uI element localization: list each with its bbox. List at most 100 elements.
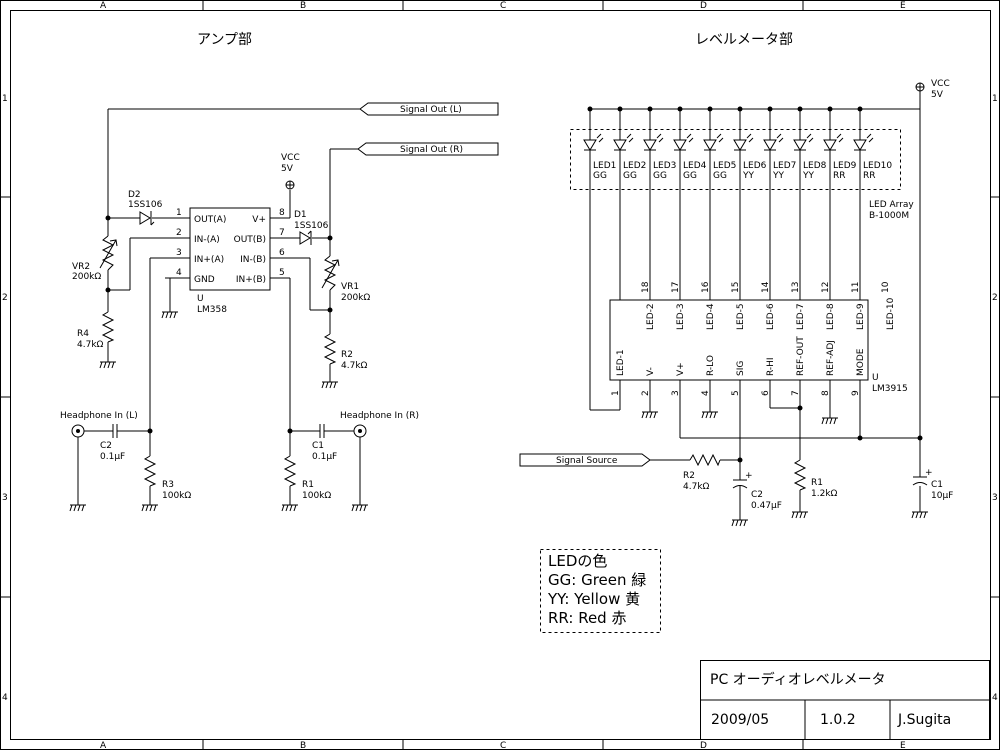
c2-value: 0.1µF xyxy=(100,452,125,462)
row-label-left: 3 xyxy=(2,493,8,503)
r2-ref: R2 xyxy=(683,471,695,481)
pin-name: MODE xyxy=(856,348,866,376)
pin-name: IN+(B) xyxy=(236,275,266,285)
vr1: VR1 200kΩ xyxy=(321,255,370,303)
ic-bottom-pin: 3V+ xyxy=(671,362,686,396)
pin-number: 18 xyxy=(641,281,651,293)
drawing-date: 2009/05 xyxy=(711,712,769,728)
pin-name: LED-6 xyxy=(766,303,776,330)
pin-name: R-LO xyxy=(706,355,716,376)
vr1-ref: VR1 xyxy=(341,282,359,292)
r2-value: 4.7kΩ xyxy=(341,361,368,371)
junction-dot xyxy=(737,106,743,112)
capacitor-c1-meter: + C1 10µF xyxy=(912,468,953,501)
led-name: LED4 xyxy=(683,161,707,171)
led-color: YY xyxy=(742,171,754,181)
pin-name: REF-OUT xyxy=(796,336,806,376)
section-title-meter: レベルメータ部 xyxy=(695,32,793,48)
pin-name: SIG xyxy=(736,361,746,376)
diode-d1: D1 1SS106 xyxy=(294,210,329,245)
col-label-bottom: E xyxy=(900,741,906,750)
junction-dot xyxy=(857,106,863,112)
pin-number: 7 xyxy=(279,228,285,238)
pin-number: 15 xyxy=(731,282,741,293)
pin-number: 6 xyxy=(279,248,285,258)
r2-value: 4.7kΩ xyxy=(683,482,710,492)
col-label-top: B xyxy=(300,1,306,11)
ground-symbol xyxy=(911,511,928,519)
drawing-author: J.Sugita xyxy=(897,712,951,728)
ic-ref: U xyxy=(872,373,879,383)
led-name: LED3 xyxy=(653,161,676,171)
led-color: GG xyxy=(623,171,637,181)
ic-ref: U xyxy=(197,294,204,304)
vcc-label: VCC xyxy=(281,153,300,163)
pin-name: IN+(A) xyxy=(194,255,224,265)
led-name: LED2 xyxy=(623,161,646,171)
vcc-amp: VCC 5V xyxy=(281,153,300,190)
col-label-bottom: D xyxy=(700,741,707,750)
junction-dot xyxy=(617,106,623,112)
r1-value: 100kΩ xyxy=(302,491,331,501)
ic-part: LM358 xyxy=(197,305,227,315)
c1-polarity: + xyxy=(925,468,933,478)
r1-ref: R1 xyxy=(302,480,314,490)
hp-r-label: Headphone In (R) xyxy=(340,411,419,421)
c2-ref: C2 xyxy=(751,490,763,500)
pin-name: REF-ADJ xyxy=(826,340,836,376)
vcc-value: 5V xyxy=(281,164,294,174)
led-name: LED9 xyxy=(833,161,857,171)
frame-row-labels: 1 2 3 4 1 2 3 4 xyxy=(2,94,998,703)
vcc-meter: VCC 5V xyxy=(590,79,950,470)
led-color: GG xyxy=(683,171,697,181)
led-array-part: B-1000M xyxy=(869,211,909,221)
row-label-right: 2 xyxy=(992,293,998,303)
pin-name: LED-2 xyxy=(646,303,656,330)
col-label-top: C xyxy=(500,1,506,11)
legend-title: LEDの色 xyxy=(548,552,607,570)
vr2-value: 200kΩ xyxy=(72,272,101,282)
row-label-left: 1 xyxy=(2,94,8,104)
pin-number: 5 xyxy=(279,268,285,278)
pin-number: 4 xyxy=(176,268,182,278)
title-block: PC オーディオレベルメータ 2009/05 1.0.2 J.Sugita xyxy=(700,660,990,740)
led-color: YY xyxy=(772,171,784,181)
led-name: LED6 xyxy=(743,161,767,171)
meter-ic-pins: 18LED-217LED-316LED-415LED-514LED-613LED… xyxy=(611,281,896,396)
pin-name: LED-7 xyxy=(796,303,806,330)
c2-polarity: + xyxy=(745,471,753,481)
ground-symbol xyxy=(161,311,178,319)
pin-number: 17 xyxy=(671,282,681,293)
led-name: LED7 xyxy=(773,161,796,171)
junction-dot xyxy=(587,106,593,112)
junction-dot xyxy=(797,106,803,112)
ic-bottom-pin: 4 R-LO xyxy=(701,355,716,396)
r3-ref: R3 xyxy=(162,480,174,490)
led-name: LED8 xyxy=(803,161,827,171)
pin-name: LED-4 xyxy=(706,303,716,330)
pin-number: 11 xyxy=(851,282,861,293)
row-label-left: 2 xyxy=(2,293,8,303)
pin-number: 4 xyxy=(701,390,711,396)
amp-ic-lm358: 1 2 3 4 OUT(A) IN-(A) IN+(A) GND 8 7 6 5… xyxy=(165,207,290,315)
pin-name: OUT(A) xyxy=(194,215,226,225)
led-color: GG xyxy=(593,171,607,181)
amp-right-wiring xyxy=(289,149,333,456)
junction-dot xyxy=(707,106,713,112)
c2-ref: C2 xyxy=(100,441,112,451)
pin-name: LED-8 xyxy=(826,303,836,330)
signal-out-r: Signal Out (R) xyxy=(330,142,499,156)
row-label-left: 4 xyxy=(2,693,8,703)
meter-wiring xyxy=(589,165,923,520)
